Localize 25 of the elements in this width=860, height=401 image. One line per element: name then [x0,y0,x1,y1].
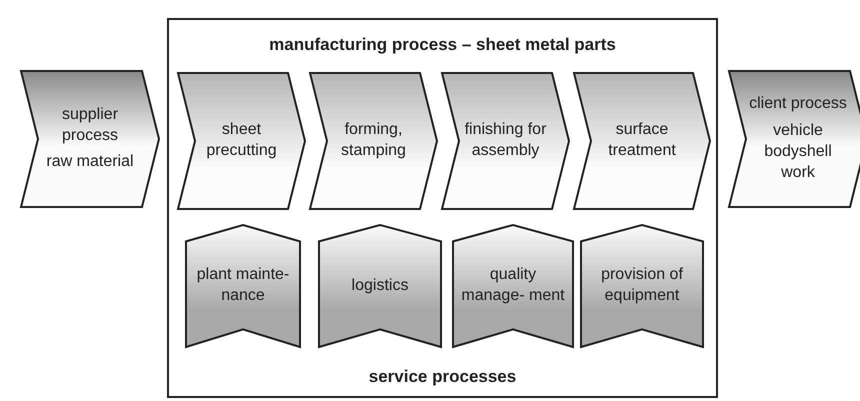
process-label: supplier process [60,104,120,146]
process-label: quality manage- ment [460,265,566,306]
process-step [573,72,711,210]
process-step [177,72,306,210]
process-label: raw material [46,152,134,172]
service-process-step [185,224,301,348]
process-label: finishing for assembly [464,120,548,161]
process-label: forming, stamping [340,120,407,161]
process-frame [167,18,718,398]
process-label: client process [749,94,847,114]
service-process-step [318,224,442,348]
process-label: provision of equipment [600,265,684,306]
external-process-step [20,70,160,208]
process-label: logistics [352,276,408,296]
service-process-step [580,224,704,348]
process-step [309,72,438,210]
service-process-step [452,224,574,348]
frame-footer: service processes [368,366,516,388]
process-step [441,72,570,210]
process-label: vehicle bodyshell work [763,121,833,183]
process-label: plant mainte- nance [196,265,290,306]
external-process-step [728,70,860,208]
process-label: surface treatment [607,120,677,161]
process-label: sheet precutting [205,120,278,161]
frame-heading: manufacturing process – sheet metal parts [269,34,616,56]
